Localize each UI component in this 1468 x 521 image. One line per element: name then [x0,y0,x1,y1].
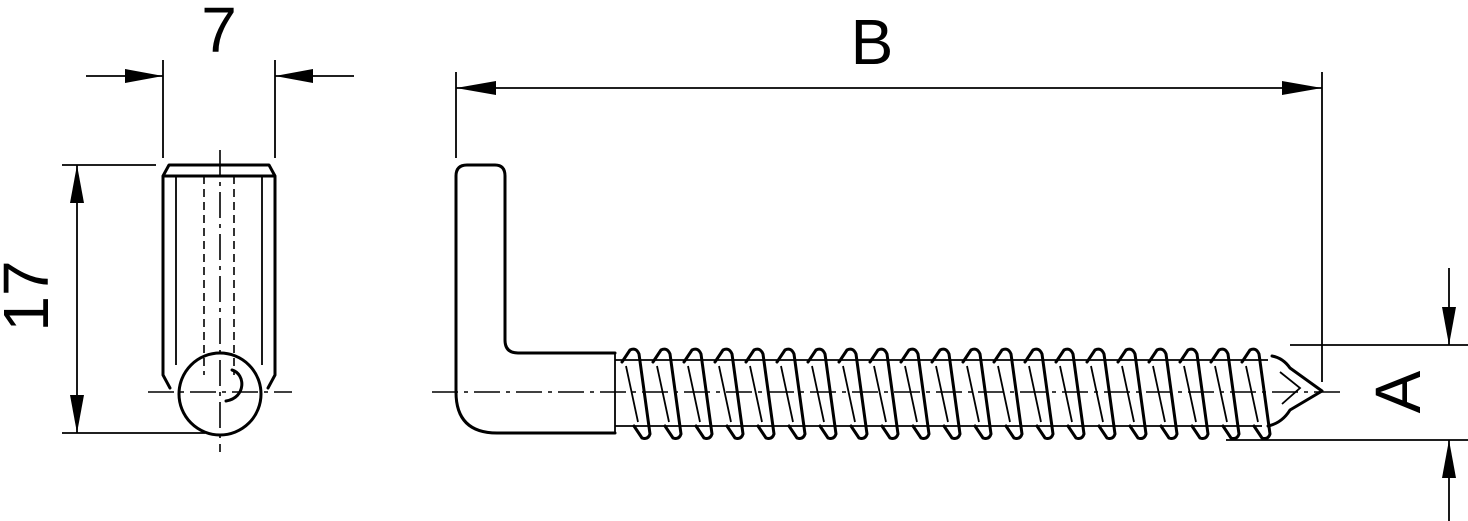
diameter-dimension-label: A [1362,370,1434,413]
thread-crest-line [966,365,980,423]
thread-crest-line [718,365,732,423]
thread-flank [1116,347,1148,440]
dimension-arrow [456,81,496,95]
thread-flank [961,347,993,440]
thread-flank [744,347,776,440]
thread-crest-line [811,365,825,423]
dimension-arrow [1282,81,1322,95]
thread-flank [1209,347,1241,440]
thread-flank [1054,347,1086,440]
thread-crest-line [780,365,794,423]
thread-crest-line [842,365,856,423]
dimension-arrow [275,69,313,83]
thread-crest-line [1183,365,1197,423]
thread-flank [1147,347,1179,440]
thread-crest-line [656,365,670,423]
thread-flank [682,347,714,440]
screw-tip [1266,354,1324,428]
thread-crest-line [997,365,1011,423]
thread-flank [930,347,962,440]
dimension-arrow [1442,440,1456,478]
thread-flank [806,347,838,440]
thread-flank [837,347,869,440]
dimension-arrow [70,165,84,203]
thread-crest-line [687,365,701,423]
thread-flank [899,347,931,440]
side-view-body [161,163,277,390]
thread-crest-line [1121,365,1135,423]
thread-crest-line [1214,365,1228,423]
dimension-arrow [70,395,84,433]
thread-crest-line [904,365,918,423]
thread-crest-line [1028,365,1042,423]
thread-crest-line [935,365,949,423]
thread-flank [1178,347,1210,440]
thread-crest-line [625,365,639,423]
screw-tip-inner [1279,371,1302,405]
thread-flank [868,347,900,440]
dimension-arrow [125,69,163,83]
thread-flank [1023,347,1055,440]
thread-flank [620,347,652,440]
width-dimension-label: 7 [201,0,237,66]
side-view: 7 17 [0,0,354,452]
thread-flank [1085,347,1117,440]
thread-crest-line [1090,365,1104,423]
thread-crest-line [1059,365,1073,423]
thread-flank [775,347,807,440]
thread-flank [1240,347,1272,440]
thread-crest-line [749,365,763,423]
thread-flank [713,347,745,440]
length-dimension-label: B [851,6,894,78]
thread-crest-line [873,365,887,423]
hook-outline [454,163,617,435]
thread-flank [651,347,683,440]
dimension-arrow [1442,307,1456,345]
side-view-hook-curl [224,368,244,403]
height-dimension-label: 17 [0,260,62,331]
thread-crest-line [1152,365,1166,423]
front-view: B A [432,6,1468,521]
thread-section [615,347,1272,440]
thread-flank [992,347,1024,440]
thread-crest-line [1245,365,1259,423]
